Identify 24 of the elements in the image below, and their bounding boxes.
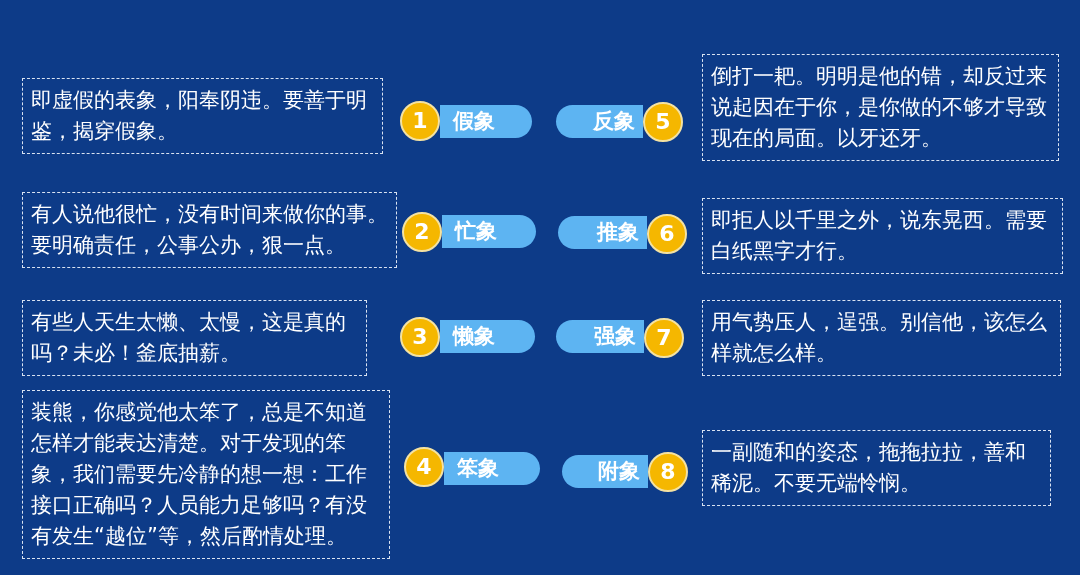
description-box: 即虚假的表象，阳奉阴违。要善于明鉴，揭穿假象。: [22, 78, 383, 154]
number-badge: 8: [648, 452, 688, 492]
description-box: 倒打一耙。明明是他的错，却反过来说起因在于你，是你做的不够才导致现在的局面。以牙还牙。: [702, 54, 1059, 161]
number-badge: 4: [404, 447, 444, 487]
number-badge: 6: [647, 214, 687, 254]
number-badge: 2: [402, 212, 442, 252]
number-badge: 1: [400, 101, 440, 141]
category-tag: 笨象: [444, 452, 540, 485]
category-tag: 忙象: [442, 215, 536, 248]
category-tag: 假象: [440, 105, 532, 138]
category-tag: 推象: [558, 216, 647, 249]
number-badge: 3: [400, 317, 440, 357]
category-tag: 强象: [556, 320, 644, 353]
description-box: 有些人天生太懒、太慢，这是真的吗？未必！釜底抽薪。: [22, 300, 367, 376]
description-box: 一副随和的姿态，拖拖拉拉，善和稀泥。不要无端怜悯。: [702, 430, 1051, 506]
description-box: 有人说他很忙，没有时间来做你的事。要明确责任，公事公办，狠一点。: [22, 192, 397, 268]
category-tag: 附象: [562, 455, 648, 488]
category-tag: 懒象: [440, 320, 535, 353]
description-box: 即拒人以千里之外，说东晃西。需要白纸黑字才行。: [702, 198, 1063, 274]
description-box: 装熊，你感觉他太笨了，总是不知道怎样才能表达清楚。对于发现的笨象，我们需要先冷静的想一想：工作接口正确吗？人员能力足够吗？有没有发生“越位”等，然后酌情处理。: [22, 390, 390, 559]
number-badge: 7: [644, 318, 684, 358]
number-badge: 5: [643, 102, 683, 142]
category-tag: 反象: [556, 105, 643, 138]
description-box: 用气势压人，逞强。别信他，该怎么样就怎么样。: [702, 300, 1061, 376]
